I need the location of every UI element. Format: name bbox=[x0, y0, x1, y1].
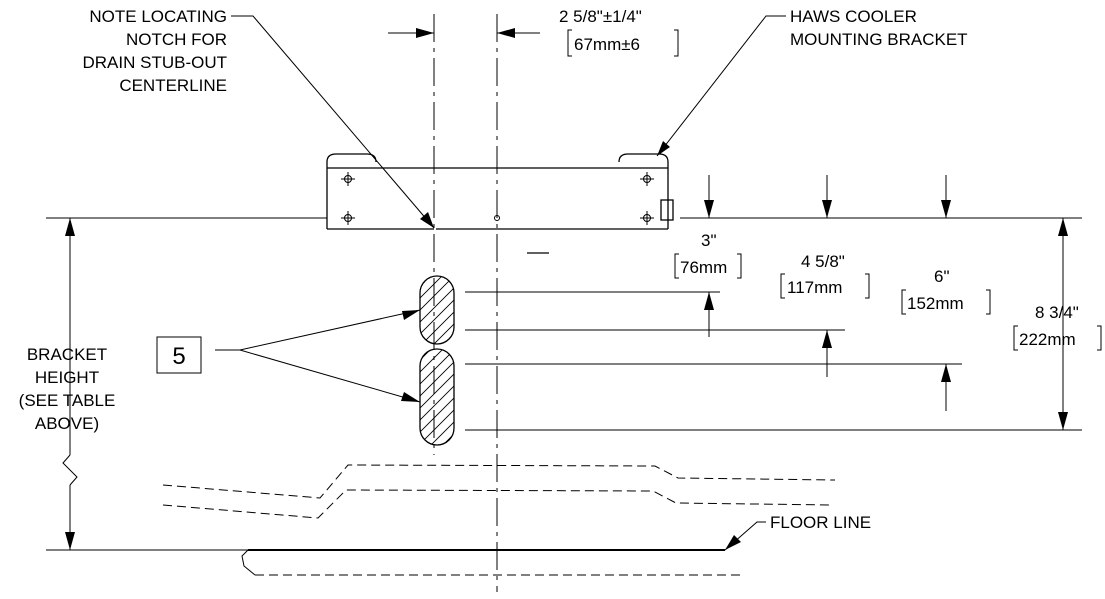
wall-break-lines bbox=[162, 464, 836, 519]
dim-4-metric: 117mm bbox=[780, 273, 870, 299]
screw-hole bbox=[341, 211, 355, 225]
mounting-bracket bbox=[326, 153, 674, 230]
svg-text:NOTE LOCATING: NOTE LOCATING bbox=[89, 7, 227, 26]
dim-6-metric: 152mm bbox=[901, 289, 991, 315]
dim-top-metric: 67mm±6 bbox=[567, 29, 679, 57]
floor-line-label: FLOOR LINE bbox=[770, 513, 871, 532]
lower-slot bbox=[419, 348, 455, 446]
svg-text:ABOVE): ABOVE) bbox=[35, 414, 99, 433]
svg-text:MOUNTING BRACKET: MOUNTING BRACKET bbox=[790, 30, 968, 49]
dimension-4-5-8in bbox=[822, 175, 832, 377]
screw-hole bbox=[640, 211, 654, 225]
svg-text:NOTCH FOR: NOTCH FOR bbox=[126, 30, 227, 49]
dim-3-metric: 76mm bbox=[674, 253, 742, 279]
dim-8-inches: 8 3/4" bbox=[1035, 303, 1079, 322]
drain-center-hole bbox=[494, 215, 500, 221]
svg-text:HEIGHT: HEIGHT bbox=[35, 368, 99, 387]
upper-slot bbox=[419, 275, 455, 345]
svg-text:117mm: 117mm bbox=[787, 278, 842, 297]
svg-text:DRAIN STUB-OUT: DRAIN STUB-OUT bbox=[83, 53, 228, 72]
svg-text:152mm: 152mm bbox=[907, 294, 964, 313]
floor-leader-arrow bbox=[724, 521, 766, 551]
dim-4-inches: 4 5/8" bbox=[801, 252, 845, 271]
callout-5: 5 bbox=[156, 309, 421, 403]
svg-text:BRACKET: BRACKET bbox=[27, 345, 107, 364]
svg-text:5: 5 bbox=[172, 343, 185, 370]
note-leader-arrow bbox=[231, 15, 435, 229]
bracket-height-label: BRACKET HEIGHT (SEE TABLE ABOVE) bbox=[19, 345, 116, 433]
dimension-6in bbox=[941, 175, 951, 411]
dimension-8-3-4in bbox=[1058, 218, 1068, 430]
bracket-height-dimension bbox=[62, 218, 78, 550]
dim-6-inches: 6" bbox=[934, 267, 950, 286]
svg-text:CENTERLINE: CENTERLINE bbox=[119, 76, 227, 95]
top-dimension bbox=[388, 28, 540, 38]
haws-bracket-label: HAWS COOLER MOUNTING BRACKET bbox=[790, 7, 968, 49]
dim-3-inches: 3" bbox=[701, 231, 717, 250]
svg-text:HAWS COOLER: HAWS COOLER bbox=[790, 7, 917, 26]
dimension-3in bbox=[704, 175, 714, 337]
floor bbox=[241, 549, 740, 576]
svg-text:67mm±6: 67mm±6 bbox=[574, 35, 640, 54]
svg-text:222mm: 222mm bbox=[1019, 330, 1076, 349]
svg-text:76mm: 76mm bbox=[680, 258, 727, 277]
screw-hole bbox=[640, 172, 654, 186]
haws-leader-arrow bbox=[656, 15, 786, 157]
svg-text:(SEE TABLE: (SEE TABLE bbox=[19, 391, 116, 410]
screw-hole bbox=[341, 172, 355, 186]
note-locating-label: NOTE LOCATING NOTCH FOR DRAIN STUB-OUT C… bbox=[83, 7, 228, 95]
dim-top-inches: 2 5/8"±1/4" bbox=[559, 7, 642, 26]
dim-8-metric: 222mm bbox=[1013, 325, 1102, 351]
